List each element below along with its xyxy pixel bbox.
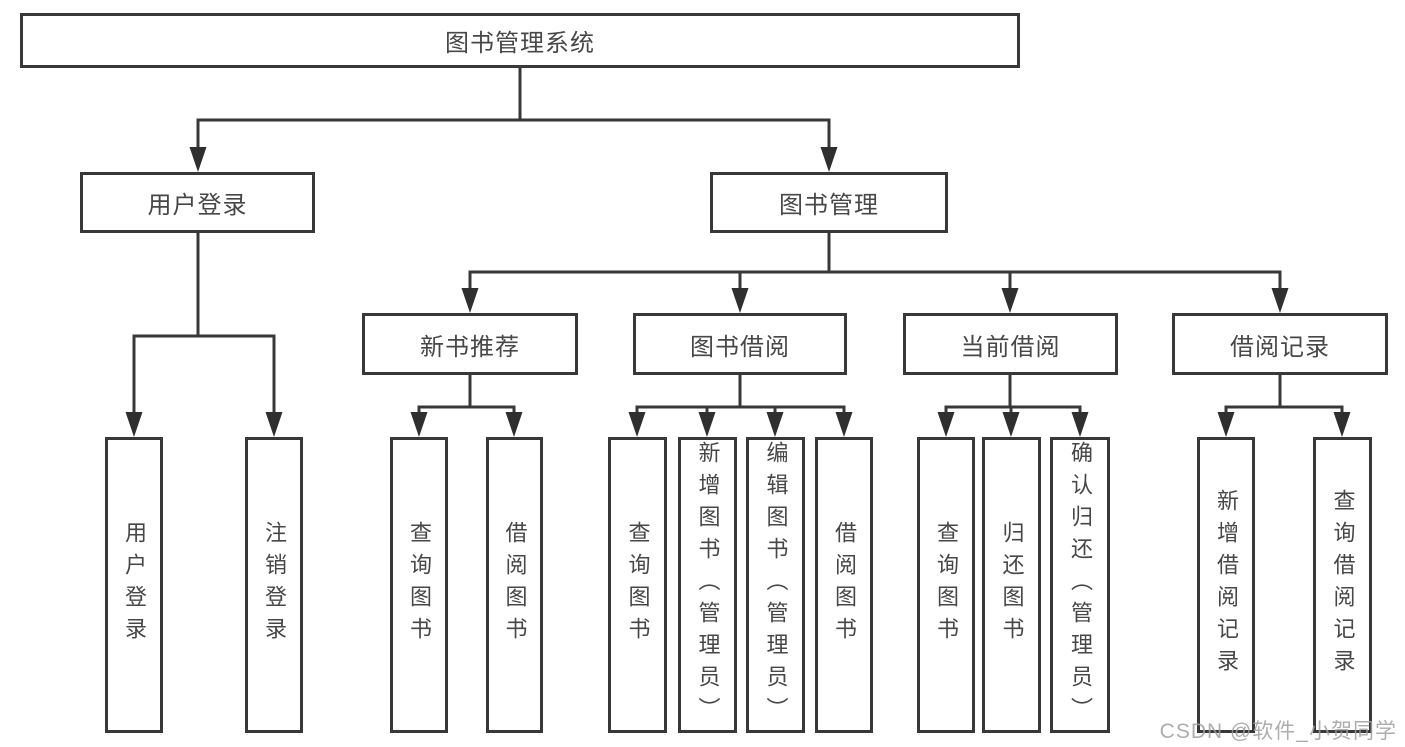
node-user-login-branch: 用户登录 xyxy=(80,172,315,233)
node-edit-book-admin: 编辑图书（管理员） xyxy=(746,437,805,733)
node-borrow-books-recommend: 借阅图书 xyxy=(486,437,543,733)
node-user-login: 用户登录 xyxy=(105,437,163,733)
node-query-borrow-record: 查询借阅记录 xyxy=(1313,437,1372,733)
node-query-books-borrow: 查询图书 xyxy=(608,437,667,733)
node-add-borrow-record: 新增借阅记录 xyxy=(1197,437,1255,733)
watermark-text: CSDN @软件_小贺同学 xyxy=(1159,720,1397,743)
node-return-books: 归还图书 xyxy=(982,437,1041,733)
node-new-book-recommend: 新书推荐 xyxy=(362,313,578,375)
node-add-book-admin: 新增图书（管理员） xyxy=(678,437,737,733)
node-confirm-return-admin: 确认归还（管理员） xyxy=(1050,437,1110,733)
node-query-books-current: 查询图书 xyxy=(917,437,975,733)
node-book-borrow: 图书借阅 xyxy=(633,313,847,375)
node-logout: 注销登录 xyxy=(245,437,303,733)
node-borrow-books: 借阅图书 xyxy=(815,437,873,733)
node-borrow-records: 借阅记录 xyxy=(1172,313,1388,375)
node-query-books-recommend: 查询图书 xyxy=(390,437,448,733)
node-current-borrow: 当前借阅 xyxy=(903,313,1118,375)
node-library-system: 图书管理系统 xyxy=(20,13,1020,68)
node-book-management-branch: 图书管理 xyxy=(710,172,948,233)
